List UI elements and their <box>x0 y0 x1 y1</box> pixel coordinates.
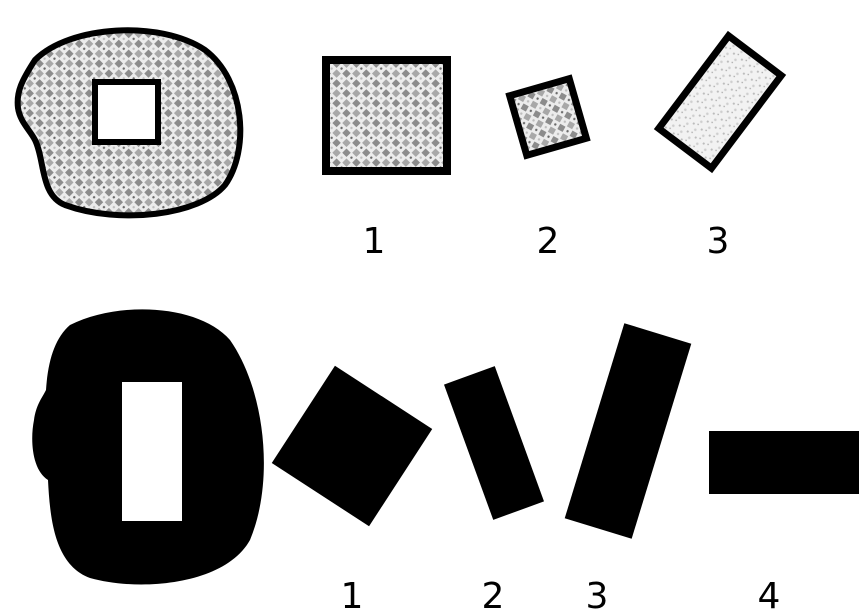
top-label-2: 2 <box>537 221 560 262</box>
top-blob-with-square-hole <box>18 30 241 215</box>
bottom-piece-4-horizontal-rectangle <box>709 431 859 494</box>
bottom-label-3: 3 <box>586 576 609 614</box>
top-label-1: 1 <box>363 221 386 262</box>
bottom-label-1: 1 <box>341 576 364 614</box>
bottom-piece-3-long-rectangle <box>565 323 692 539</box>
top-row: 1 2 3 <box>18 30 782 262</box>
bottom-piece-2-tilted-rectangle <box>444 366 544 520</box>
top-piece-1-square <box>326 60 447 171</box>
bottom-label-4: 4 <box>758 576 781 614</box>
top-piece-3-tilted-rectangle <box>659 36 782 168</box>
top-label-3: 3 <box>707 221 730 262</box>
bottom-blob-with-rectangular-hole <box>32 309 264 584</box>
top-piece-2-small-square <box>510 79 587 156</box>
bottom-piece-1-tilted-square <box>272 366 432 526</box>
bottom-row: 1 2 3 4 <box>32 309 859 614</box>
bottom-label-2: 2 <box>482 576 505 614</box>
